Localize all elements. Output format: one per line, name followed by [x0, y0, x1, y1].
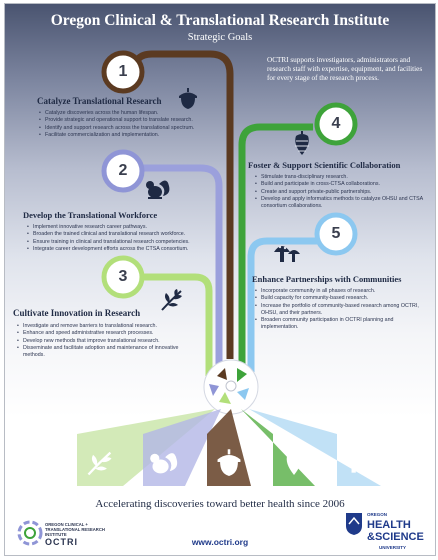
list-item: Stimulate trans-disciplinary research.	[255, 174, 431, 182]
list-item: Provide strategic and operational suppor…	[39, 117, 229, 125]
squirrel-footer-icon	[150, 453, 178, 474]
ohsu-line-4: UNIVERSITY	[379, 545, 407, 550]
goal-5-bullets: Incorporate community in all phases of r…	[255, 288, 431, 332]
goal-4-number: 4	[324, 112, 348, 136]
list-item: Facilitate commercialization and impleme…	[39, 132, 229, 140]
goal-2-bullets: Implement innovative research career pat…	[27, 224, 217, 253]
page-subtitle: Strategic Goals	[187, 32, 253, 43]
list-item: Increase the portfolio of community-base…	[255, 303, 431, 318]
octri-logo-text: OREGON CLINICAL + TRANSLATIONAL RESEARCH…	[45, 522, 105, 537]
goal-3-line	[133, 273, 213, 376]
octri-logo-wordmark: OCTRI	[45, 537, 78, 547]
acorn-footer-icon	[217, 449, 241, 476]
acorn-icon	[179, 88, 197, 109]
goal-5-line	[247, 237, 325, 372]
ohsu-line-3: &SCIENCE	[367, 531, 424, 543]
goal-2-number: 2	[111, 159, 135, 183]
goal-1-title: Catalyze Translational Research	[37, 96, 162, 106]
pinecone-icon	[295, 131, 309, 155]
list-item: Create and support private-public partne…	[255, 189, 431, 197]
leaf-branch-icon	[161, 289, 182, 311]
mushroom-footer-icon	[345, 455, 373, 473]
list-item: Integrate career development efforts acr…	[27, 246, 217, 254]
goal-4-bullets: Stimulate trans-disciplinary research. B…	[255, 174, 431, 210]
list-item: Develop new methods that improve transla…	[17, 338, 197, 346]
octri-logo-icon	[17, 520, 43, 546]
website-link[interactable]: www.octri.org	[191, 537, 249, 547]
goal-1-number: 1	[111, 60, 135, 84]
list-item: Ensure training in clinical and translat…	[27, 239, 217, 247]
list-item: Broaden community participation in OCTRI…	[255, 317, 431, 332]
goal-4-line	[238, 123, 313, 366]
list-item: Identify and support research across the…	[39, 125, 229, 133]
goal-2-title: Develop the Translational Workforce	[23, 210, 158, 220]
squirrel-icon	[146, 180, 170, 199]
list-item: Build and participate in cross-CTSA coll…	[255, 181, 431, 189]
list-item: Disseminate and facilitate adoption and …	[17, 345, 197, 360]
ohsu-shield-icon	[346, 513, 362, 535]
goal-3-number: 3	[111, 265, 135, 289]
list-item: Enhance and speed administrative researc…	[17, 330, 197, 338]
goal-1-bullets: Catalyze discoveries across the human li…	[39, 110, 229, 139]
list-item: Implement innovative research career pat…	[27, 224, 217, 232]
goal-4-title: Foster & Support Scientific Collaboratio…	[248, 160, 401, 170]
tagline: Accelerating discoveries toward better h…	[95, 498, 345, 510]
ohsu-line-1: OREGON	[367, 512, 388, 517]
ohsu-line-2: HEALTH	[367, 519, 411, 531]
poster: Oregon Clinical & Translational Research…	[4, 3, 436, 556]
goal-3-bullets: Investigate and remove barriers to trans…	[17, 323, 197, 359]
list-item: Broaden the trained clinical and transla…	[27, 231, 217, 239]
page-title: Oregon Clinical & Translational Research…	[50, 12, 390, 29]
goal-5-number: 5	[324, 222, 348, 246]
list-item: Catalyze discoveries across the human li…	[39, 110, 229, 118]
intro-text: OCTRI supports investigators, administra…	[267, 56, 423, 83]
leaf-branch-footer-icon	[87, 451, 112, 476]
pinecone-footer-icon	[286, 449, 302, 475]
list-item: Build capacity for community-based resea…	[255, 295, 431, 303]
mushroom-icon	[274, 245, 300, 262]
list-item: Investigate and remove barriers to trans…	[17, 323, 197, 331]
goal-3-title: Cultivate Innovation in Research	[13, 308, 141, 318]
goal-5-title: Enhance Partnerships with Communities	[252, 274, 402, 284]
goal-2-line	[133, 164, 223, 372]
recycle-arrows-icon	[209, 368, 249, 404]
list-item: Develop and apply informatics methods to…	[255, 196, 431, 211]
list-item: Incorporate community in all phases of r…	[255, 288, 431, 296]
